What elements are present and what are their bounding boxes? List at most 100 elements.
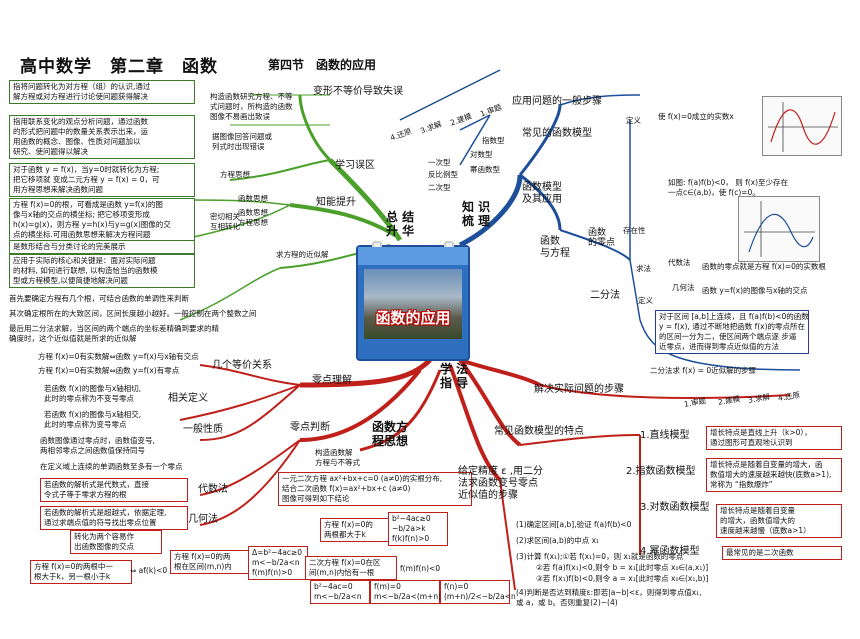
root-separation-box: 方程 f(x)=0的两根中一 根大于k，另一根小于k [30, 560, 132, 584]
alg-method-label: 代数法 [198, 484, 228, 495]
precision-step-3b: ②若 f(a)f(x₁)<0,则令 b = x₁[此时零点 x₀∈(a,x₁)] [536, 563, 709, 572]
exp-type: 指数型 [482, 136, 505, 145]
geo-method-label: 几何法 [188, 514, 218, 525]
precision-step-3: (3)计算 f(x₁);①若 f(x₁)=0，则 x₁就是函数的零点 [516, 552, 684, 561]
solve-steps-label: 解决实际问题的步骤 [534, 384, 624, 395]
alg-method-box: 若函数的解析式是代数式，直接 令式子等于零求方程的根 [40, 478, 188, 502]
linear-type: 一次型 [428, 158, 451, 167]
pow-model-label: 4.幂函数模型 [640, 546, 700, 557]
fn-to-eq-box: 对于函数 y = f(x)，当y=0时就转化为方程; 把它移项就 变成二元方程 … [9, 163, 195, 197]
model-app-label: 函数模型 及其应用 [522, 182, 562, 205]
center-title: 函数的应用 [375, 309, 451, 327]
roots-above-k-result: b²−4ac≥0 −b/2a>k f(k)f(n)>0 [388, 512, 448, 546]
knowledge-label: 知 识 梳 理 [462, 200, 491, 228]
pow-model-box: 最常见的是二次函数 [722, 546, 842, 560]
zero-understanding-label: 零点理解 [312, 375, 352, 386]
zero-judge-label: 零点判断 [290, 422, 330, 433]
common-features-label: 常见函数模型的特点 [494, 426, 584, 437]
one-root-result: f(m)f(n)<0 [400, 564, 441, 573]
palace-image [364, 269, 462, 339]
section-title: 第四节 函数的应用 [268, 58, 377, 72]
existence-text: 如图: f(a)f(b)<0， 则 f(x)至少存在 一点c∈(a,b)，使 f… [668, 178, 789, 197]
approx-step-2: 其次确定根所在的大致区间，区间长度越小越好。一般控制在两个整数之间 [9, 309, 257, 318]
fn-eq-label: 函数 与方程 [540, 236, 570, 259]
existence-label: 存在性 [623, 226, 646, 235]
bisection-def-label: 定义 [638, 296, 653, 305]
common-models-label: 常见的函数模型 [522, 128, 592, 139]
root-interval-box: 方程 f(x)=0的两 根在区间(m,n)内 [170, 550, 250, 574]
related-def-1: 若函数 f(x)的图像与x轴相切, 此时的零点称为不变号零点 [44, 384, 142, 403]
function-thought-label: 函数思想 [238, 194, 268, 203]
ability-label: 知能提升 [316, 197, 356, 208]
bisection-steps-label: 二分法求 f(x) = 0近似解的步骤 [650, 366, 757, 375]
precision-step-1: (1)确定区间[a,b],验证 f(a)f(b)<0 [516, 520, 632, 529]
function-thought-box: 指用联系变化的观点分析问题，通过函数 的形式把问题中的数量关系表示出来，运 用函… [9, 115, 195, 159]
error-graph: 据图像回答问题或 列式时出现错误 [212, 132, 272, 151]
fn-eq-thought-label-small: 函数思想 方程思想 [238, 208, 268, 227]
page-title: 高中数学 第二章 函数 [20, 57, 218, 77]
eq-to-fn-box: 方程 f(x)=0的根，可看成是函数 y=f(x)的图 像与x轴的交点的横坐标;… [9, 198, 195, 242]
quadratic-note-box: 一元二次方程 ax²+bx+c=0 (a≠0)的实根分布, 结合二次函数 f(x… [278, 472, 472, 506]
root-separation-result: ⇔ af(k)<0 [130, 566, 168, 575]
generality-2: 在定义域上连续的单调函数至多有一个零点 [40, 462, 183, 471]
approx-step-3: 最后用二分法求解，当区间的两个端点的坐标差精确到要求的精 确度时，这个近似值就是… [9, 324, 219, 343]
log-type: 对数型 [470, 150, 493, 159]
roots-above-k-box: 方程 f(x)=0的 两根都大于k [320, 518, 390, 542]
precision-steps-label: 给定精度 ε ,用二分 法求函数变号零点 近似值的步骤 [458, 466, 543, 501]
one-root-box: 二次方程 f(x)=0在区 间(m,n)内恰有一根 [305, 556, 397, 580]
generality-1: 函数图像通过零点时，函数值变号, 两相邻零点之间函数值保持同号 [40, 436, 155, 455]
application-key-box: 应用于实际的核心和关键是：面对实际问题 的材料, 如何进行联想, 以构造恰当的函… [9, 254, 195, 288]
algebraic-method-text: 函数的零点就是方程 f(x)=0的实数根 [702, 262, 826, 271]
geometric-method-label: 几何法 [672, 283, 695, 292]
center-header [358, 247, 468, 265]
precision-step-2: (2)求区间(a,b)的中点 x₁ [516, 536, 600, 545]
geo-method-box: 若函数的解析式是超越式，依据定理, 通过求端点值的符号找出零点位置 [40, 506, 188, 530]
approx-solve-label: 求方程的近似解 [276, 250, 329, 259]
linear-model-box: 增长特点是直线上升（k>0）， 通过图形可直观地认识到 [706, 426, 842, 450]
study-errors-label: 学习误区 [335, 160, 375, 171]
precision-step-3c: ③若 f(x₁)f(b)<0,则令 a = x₁[此时零点 x₀∈(x₁,b)] [536, 574, 709, 583]
learning-label: 学 法 指 导 [440, 362, 469, 390]
or-case-3: f(n)=0 (m+n)/2<−b/2a<n [440, 580, 516, 604]
or-case-1: b²−4ac=0 m<−b/2a<n [310, 580, 370, 604]
log-model-label: 3.对数函数模型 [640, 502, 710, 513]
center-card: 函数的应用 [356, 241, 470, 361]
error-construct: 构造函数研究方程、不等 式问题时，所构造的函数 图像不易画出致误 [210, 92, 293, 121]
sine-graph-icon [762, 96, 842, 156]
definition-text: 使 f(x)=0成立的实数x [658, 112, 734, 121]
approx-step-1: 首先要确定方程有几个根，可结合函数的单调性来判断 [9, 294, 189, 303]
method-label: 求法 [636, 264, 651, 273]
geometric-method-text: 函数 y=f(x)的图像与x轴的交点 [702, 286, 808, 295]
equation-thought-label: 方程思想 [220, 170, 250, 179]
or-case-2: f(m)=0 m<−b/2a<(m+n)/2 [370, 580, 448, 604]
inverse-type: 反比例型 [428, 170, 458, 179]
definition-label: 定义 [626, 116, 641, 125]
zero-point-label: 函数 的零点 [588, 228, 616, 248]
bisection-def-box: 对于区间 [a,b]上连续，且 f(a)f(b)<0的函数 y = f(x), … [655, 310, 809, 354]
curve-graph-icon [738, 196, 820, 262]
bisection-label: 二分法 [590, 290, 620, 301]
equivalence-2: 方程 f(x)=0有实数解⇔函数 y=f(x)有零点 [38, 366, 180, 375]
error-transform: 变形不等价导致失误 [313, 86, 403, 97]
related-def-label: 相关定义 [168, 393, 208, 404]
precision-step-4: (4)判断是否达到精度ε:即若|a−b|<ε，则得到零点值x₁, 或 a，或 b… [516, 588, 702, 607]
related-def-2: 若函数 f(x)的图像与x轴相交, 此时的零点称为变号零点 [44, 410, 142, 429]
quadratic-type: 二次型 [428, 183, 451, 192]
root-interval-result: Δ=b²−4ac≥0 m<−b/2a<n f(m)f(n)>0 [248, 546, 308, 580]
equivalence-label: 几个等价关系 [212, 360, 272, 371]
exp-model-label: 2.指数函数模型 [626, 466, 696, 477]
fn-eq-thought-label: 函数方 程思想 [372, 420, 409, 448]
exp-model-box: 增长特点是随着自变量的增大，函 数值增大的速度越来越快(底数a>1), 常称为 … [706, 458, 842, 492]
general-steps-label: 应用问题的一般步骤 [512, 96, 602, 107]
geo-method-note: 转化为两个容易作 出函数图像的交点 [70, 530, 162, 554]
pow-type: 幂函数型 [470, 165, 500, 174]
linear-model-label: 1.直线模型 [640, 430, 690, 441]
close-relation-label: 密切相关 互相转化 [210, 212, 240, 231]
summary-label: 总 结 升 华 [386, 210, 415, 238]
equivalence-1: 方程 f(x)=0有实数解⇔函数 y=f(x)与x轴有交点 [38, 352, 199, 361]
generality-label: 一般性质 [183, 424, 223, 435]
equation-thought-box: 指将问题转化为对方程（组）的认识,通过 解方程或对方程进行讨论使问题获得解决 [9, 80, 195, 104]
algebraic-method-label: 代数法 [668, 258, 691, 267]
construct-label: 构造函数解 方程与不等式 [315, 448, 360, 467]
